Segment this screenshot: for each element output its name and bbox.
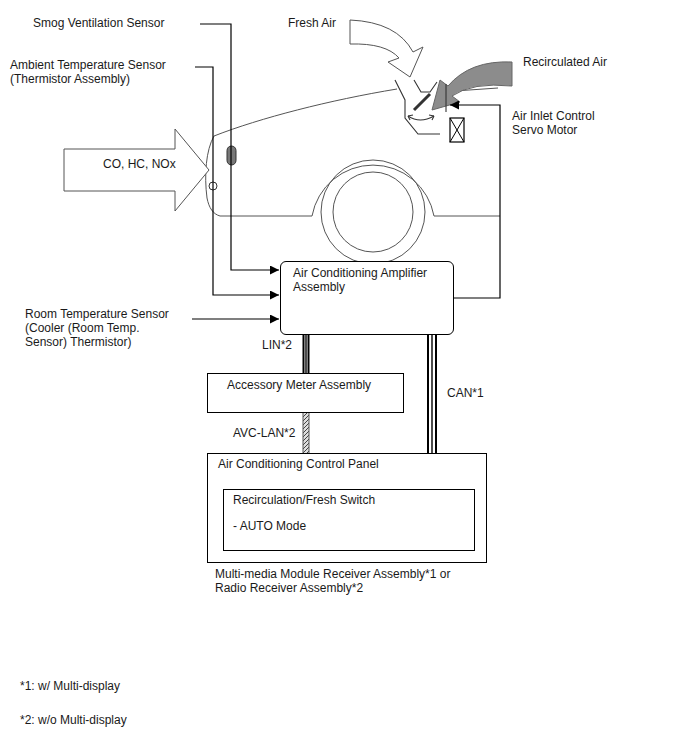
air-intake-duct — [395, 80, 446, 134]
bus-center — [305, 335, 306, 373]
bus-line — [306, 335, 307, 373]
body-line — [206, 136, 500, 216]
node-text: CO, HC, NOx — [103, 157, 206, 171]
bus-outer — [303, 413, 310, 453]
duct-wall — [395, 80, 440, 134]
bus-label: LIN*2 — [260, 339, 294, 353]
unit-label: Multi-media Module Receiver Assembly*1 o… — [215, 568, 477, 596]
control-panel-box: Air Conditioning Control PanelRecirculat… — [207, 453, 487, 563]
damper-swing-head — [408, 115, 434, 120]
servo-motor — [450, 118, 464, 142]
bus-center — [431, 335, 432, 453]
room-temp-wire — [192, 318, 279, 319]
actuator-label: Air Inlet Control Servo Motor — [512, 110, 624, 138]
fresh-air-arrow — [350, 20, 423, 77]
duct-wall — [414, 80, 437, 92]
footnote: *2: w/o Multi-display — [20, 714, 127, 728]
damper-door — [414, 94, 430, 110]
bus-outer — [427, 335, 437, 453]
node-text: - AUTO Mode — [233, 519, 466, 533]
sensor-label: Ambient Temperature Sensor (Thermistor A… — [10, 59, 188, 87]
meter-box: Accessory Meter Assembly — [207, 373, 404, 413]
airflow-label: Fresh Air — [288, 17, 336, 31]
arrow-outline — [64, 129, 209, 211]
sensor-label: Smog Ventilation Sensor — [33, 17, 164, 31]
node-text: Air Conditioning Amplifier Assembly — [293, 266, 449, 295]
ambient-wire — [195, 67, 279, 295]
bus-outer — [303, 335, 310, 373]
bus-gap — [429, 335, 435, 453]
servo-box — [450, 118, 464, 142]
footnote: *1: w/ Multi-display — [20, 680, 120, 694]
bus-gap — [305, 335, 308, 373]
node-text: Accessory Meter Assembly — [227, 378, 395, 392]
bus-hatch — [304, 413, 309, 453]
vehicle-outline — [206, 88, 500, 264]
emission-arrow: CO, HC, NOx — [63, 128, 210, 212]
damper-swing — [408, 116, 434, 120]
bus-line — [306, 413, 307, 453]
tire — [321, 160, 425, 264]
duct-wall — [445, 84, 446, 112]
bus-label: AVC-LAN*2 — [231, 427, 297, 441]
node-text: Recirculation/Fresh Switch — [233, 493, 466, 507]
bus-label: CAN*1 — [445, 387, 486, 401]
switch-box: Recirculation/Fresh Switch - AUTO Mode — [223, 489, 475, 551]
hood-line — [214, 89, 397, 136]
airflow-label: Recirculated Air — [523, 56, 607, 70]
smog-wire — [200, 24, 279, 270]
servo-cross — [450, 118, 464, 142]
servo-wire — [450, 105, 500, 298]
sensor-label: Room Temperature Sensor (Cooler (Room Te… — [25, 308, 177, 349]
amplifier-box: Air Conditioning Amplifier Assembly — [280, 261, 454, 335]
node-text: Air Conditioning Control Panel — [218, 457, 478, 471]
wheel — [333, 172, 413, 252]
bus-line — [432, 335, 433, 453]
recirculated-air-arrow — [432, 62, 512, 110]
